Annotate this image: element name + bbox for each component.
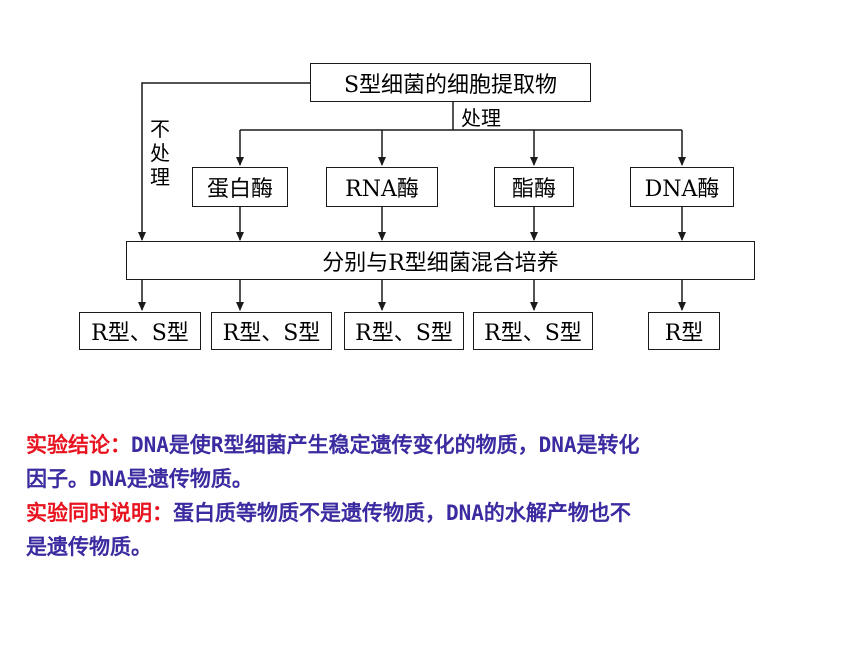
conclusion-text-continued: 因子。DNA是遗传物质。: [26, 467, 253, 491]
extract-box: S型细菌的细胞提取物: [310, 63, 591, 102]
result-box: R型、S型: [344, 312, 464, 350]
enzyme-box: DNA酶: [630, 167, 734, 207]
diagram-connectors: [138, 82, 686, 311]
enzyme-box: 酯酶: [494, 167, 574, 207]
no-process-label: 不处理: [150, 117, 170, 189]
process-label: 处理: [461, 106, 501, 130]
conclusion-line-2: 因子。DNA是遗传物质。: [26, 462, 846, 496]
also-text-continued: 是遗传物质。: [26, 535, 152, 559]
mix-culture-box: 分别与R型细菌混合培养: [126, 241, 755, 280]
also-text: 蛋白质等物质不是遗传物质，DNA的水解产物也不: [173, 501, 631, 525]
conclusion-text: DNA是使R型细菌产生稳定遗传变化的物质，DNA是转化: [131, 433, 640, 457]
enzyme-box: RNA酶: [326, 167, 438, 207]
enzyme-box: 蛋白酶: [192, 167, 288, 207]
conclusion-label: 实验结论：: [26, 433, 131, 457]
also-label: 实验同时说明：: [26, 501, 173, 525]
result-box: R型、S型: [79, 312, 201, 350]
result-box: R型: [648, 312, 720, 350]
conclusion-paragraph: 实验结论：DNA是使R型细菌产生稳定遗传变化的物质，DNA是转化 因子。DNA是…: [26, 428, 846, 564]
no-process-arrow: [138, 82, 310, 241]
also-line-1: 实验同时说明：蛋白质等物质不是遗传物质，DNA的水解产物也不: [26, 496, 846, 530]
conclusion-line-1: 实验结论：DNA是使R型细菌产生稳定遗传变化的物质，DNA是转化: [26, 428, 846, 462]
result-box: R型、S型: [211, 312, 332, 350]
also-line-2: 是遗传物质。: [26, 530, 846, 564]
result-box: R型、S型: [473, 312, 593, 350]
